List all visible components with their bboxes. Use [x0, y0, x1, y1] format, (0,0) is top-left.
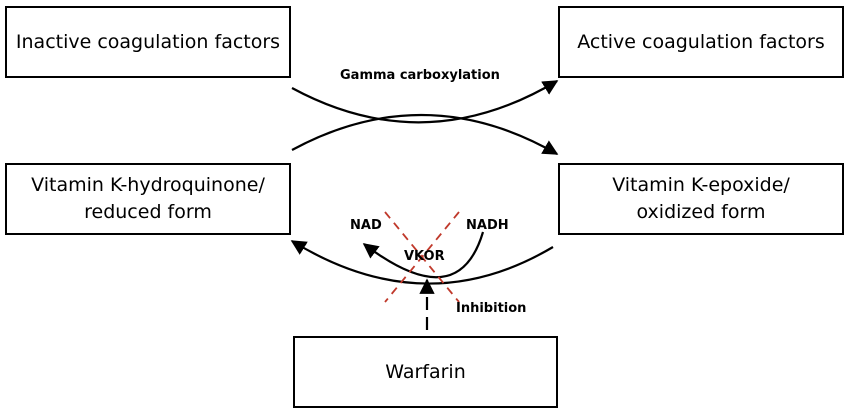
vitamin-k-hydroquinone-box: Vitamin K-hydroquinone/ reduced form — [5, 163, 291, 235]
inhibition-label: Inhibition — [456, 301, 527, 316]
epoxide-line-1: Vitamin K-epoxide/ — [612, 174, 790, 196]
inactive-coagulation-factors-box: Inactive coagulation factors — [5, 6, 291, 78]
warfarin-label: Warfarin — [385, 360, 466, 383]
gamma-carboxylation-arrow — [291, 80, 559, 124]
epoxide-line-2: oxidized form — [636, 201, 766, 223]
nadh-label: NADH — [466, 218, 509, 233]
hydroquinone-line-1: Vitamin K-hydroquinone/ — [31, 174, 265, 196]
inactive-coagulation-factors-line-1: Inactive coagulation factors — [15, 30, 281, 53]
vkor-label: VKOR — [404, 249, 445, 264]
hydroquinone-line-2: reduced form — [84, 201, 212, 223]
vitamin-k-epoxide-box: Vitamin K-epoxide/ oxidized form — [558, 163, 844, 235]
to-epoxide-arrow — [291, 113, 559, 155]
warfarin-box: Warfarin — [293, 336, 558, 408]
inhibition-cross — [384, 211, 460, 303]
active-coagulation-factors-line-1: Active coagulation factors — [577, 30, 825, 53]
gamma-carboxylation-label: Gamma carboxylation — [340, 68, 500, 83]
nadh-to-nad-arrow — [362, 231, 485, 279]
active-coagulation-factors-box: Active coagulation factors — [558, 6, 844, 78]
nad-label: NAD — [350, 218, 382, 233]
